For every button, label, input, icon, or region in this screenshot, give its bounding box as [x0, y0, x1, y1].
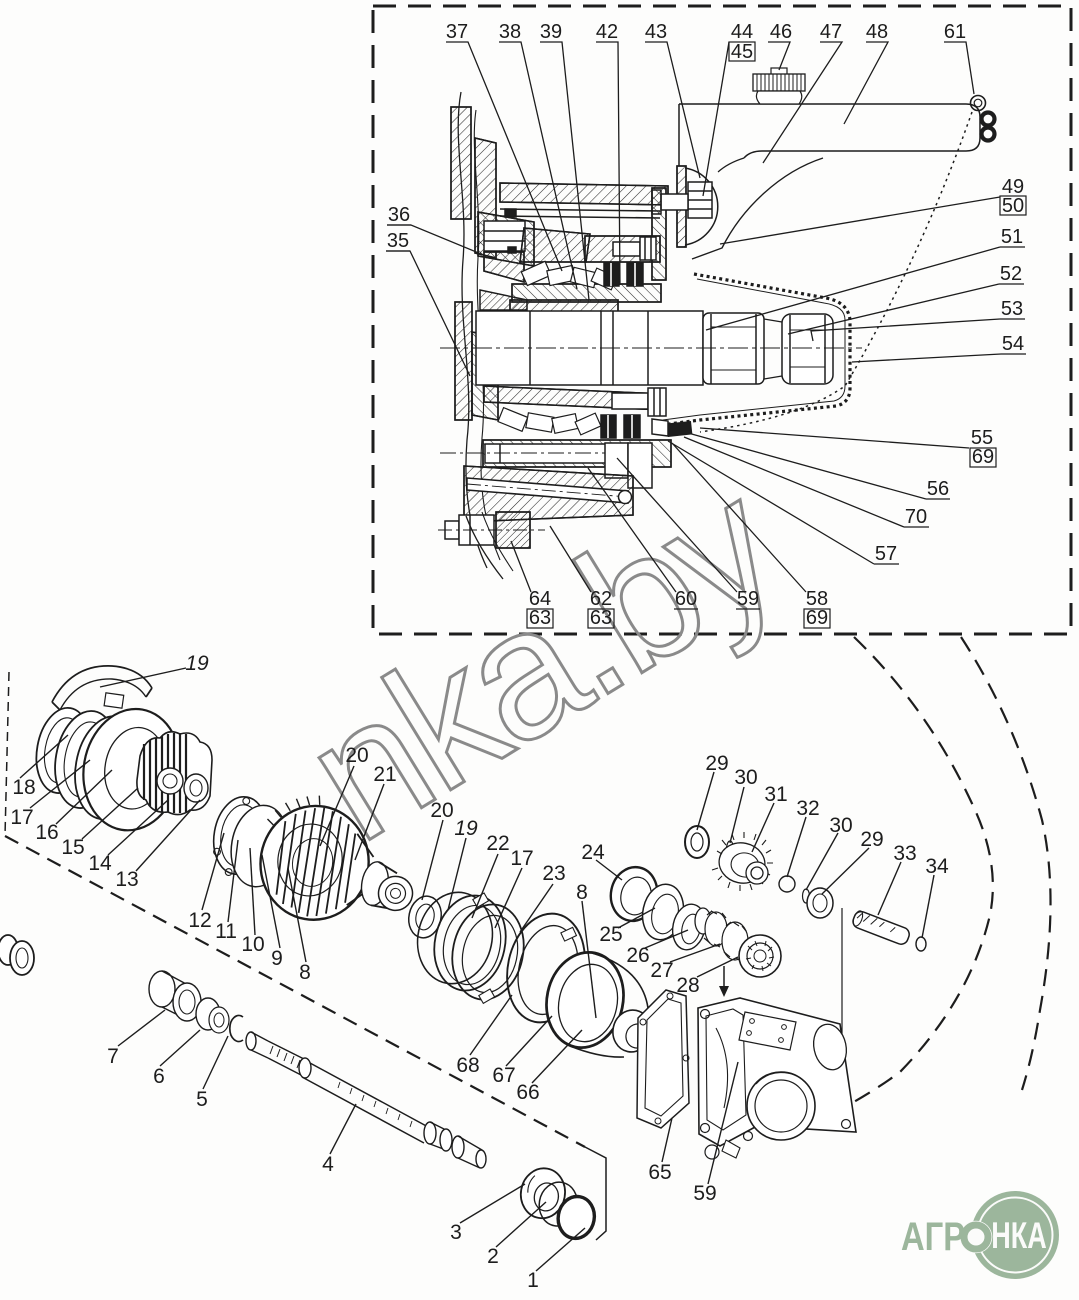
svg-text:54: 54 [1002, 333, 1024, 355]
svg-text:15: 15 [61, 836, 84, 859]
svg-text:7: 7 [107, 1045, 119, 1068]
svg-text:18: 18 [12, 776, 35, 799]
svg-text:30: 30 [829, 814, 852, 837]
svg-text:14: 14 [88, 852, 112, 875]
svg-text:47: 47 [820, 21, 842, 43]
svg-text:39: 39 [540, 21, 562, 43]
svg-text:48: 48 [866, 21, 888, 43]
svg-text:28: 28 [676, 974, 699, 997]
svg-text:20: 20 [345, 744, 368, 767]
svg-text:1: 1 [527, 1269, 539, 1292]
svg-text:27: 27 [650, 959, 673, 982]
svg-text:32: 32 [796, 797, 819, 820]
svg-text:65: 65 [648, 1161, 671, 1184]
svg-text:29: 29 [705, 752, 728, 775]
svg-text:34: 34 [925, 855, 949, 878]
svg-text:33: 33 [893, 842, 916, 865]
svg-text:69: 69 [806, 607, 828, 629]
svg-text:36: 36 [388, 204, 410, 226]
svg-text:43: 43 [645, 21, 667, 43]
svg-text:59: 59 [693, 1182, 716, 1205]
svg-text:62: 62 [590, 588, 612, 610]
svg-text:52: 52 [1000, 263, 1022, 285]
svg-text:68: 68 [456, 1054, 479, 1077]
svg-text:51: 51 [1001, 226, 1023, 248]
svg-text:45: 45 [731, 41, 753, 63]
svg-text:25: 25 [599, 923, 622, 946]
svg-text:35: 35 [387, 230, 409, 252]
svg-text:60: 60 [675, 588, 697, 610]
svg-text:22: 22 [486, 832, 509, 855]
svg-text:10: 10 [241, 933, 264, 956]
svg-text:59: 59 [737, 588, 759, 610]
svg-text:63: 63 [529, 607, 551, 629]
svg-text:13: 13 [115, 868, 138, 891]
svg-text:19: 19 [185, 652, 209, 675]
svg-text:46: 46 [770, 21, 792, 43]
svg-text:24: 24 [581, 841, 605, 864]
svg-text:26: 26 [626, 944, 649, 967]
svg-text:30: 30 [734, 766, 757, 789]
svg-text:19: 19 [454, 817, 478, 840]
svg-text:20: 20 [430, 799, 453, 822]
svg-text:50: 50 [1002, 195, 1024, 217]
svg-text:37: 37 [446, 21, 468, 43]
svg-text:67: 67 [492, 1064, 515, 1087]
svg-text:8: 8 [576, 881, 588, 904]
svg-text:АГР: АГР [901, 1214, 965, 1259]
svg-text:3: 3 [450, 1221, 462, 1244]
svg-text:6: 6 [153, 1065, 165, 1088]
svg-text:23: 23 [542, 862, 565, 885]
svg-text:53: 53 [1001, 298, 1023, 320]
svg-text:8: 8 [299, 961, 311, 984]
svg-text:9: 9 [271, 947, 283, 970]
svg-text:42: 42 [596, 21, 618, 43]
svg-text:63: 63 [590, 607, 612, 629]
svg-text:70: 70 [905, 506, 927, 528]
svg-text:12: 12 [188, 909, 211, 932]
svg-text:НКА: НКА [991, 1215, 1046, 1256]
svg-text:64: 64 [529, 588, 551, 610]
svg-text:21: 21 [373, 763, 396, 786]
svg-text:61: 61 [944, 21, 966, 43]
svg-text:55: 55 [971, 427, 993, 449]
svg-text:16: 16 [35, 821, 58, 844]
svg-text:44: 44 [731, 21, 753, 43]
svg-text:49: 49 [1002, 176, 1024, 198]
svg-text:69: 69 [972, 446, 994, 468]
svg-text:17: 17 [10, 806, 33, 829]
svg-text:66: 66 [516, 1081, 539, 1104]
svg-text:17: 17 [510, 847, 533, 870]
svg-text:56: 56 [927, 478, 949, 500]
svg-text:31: 31 [764, 783, 787, 806]
svg-text:29: 29 [860, 828, 883, 851]
svg-text:38: 38 [499, 21, 521, 43]
svg-text:5: 5 [196, 1088, 208, 1111]
svg-text:2: 2 [487, 1245, 499, 1268]
svg-text:11: 11 [215, 920, 237, 943]
svg-text:58: 58 [806, 588, 828, 610]
svg-text:4: 4 [322, 1153, 334, 1176]
svg-text:57: 57 [875, 543, 897, 565]
